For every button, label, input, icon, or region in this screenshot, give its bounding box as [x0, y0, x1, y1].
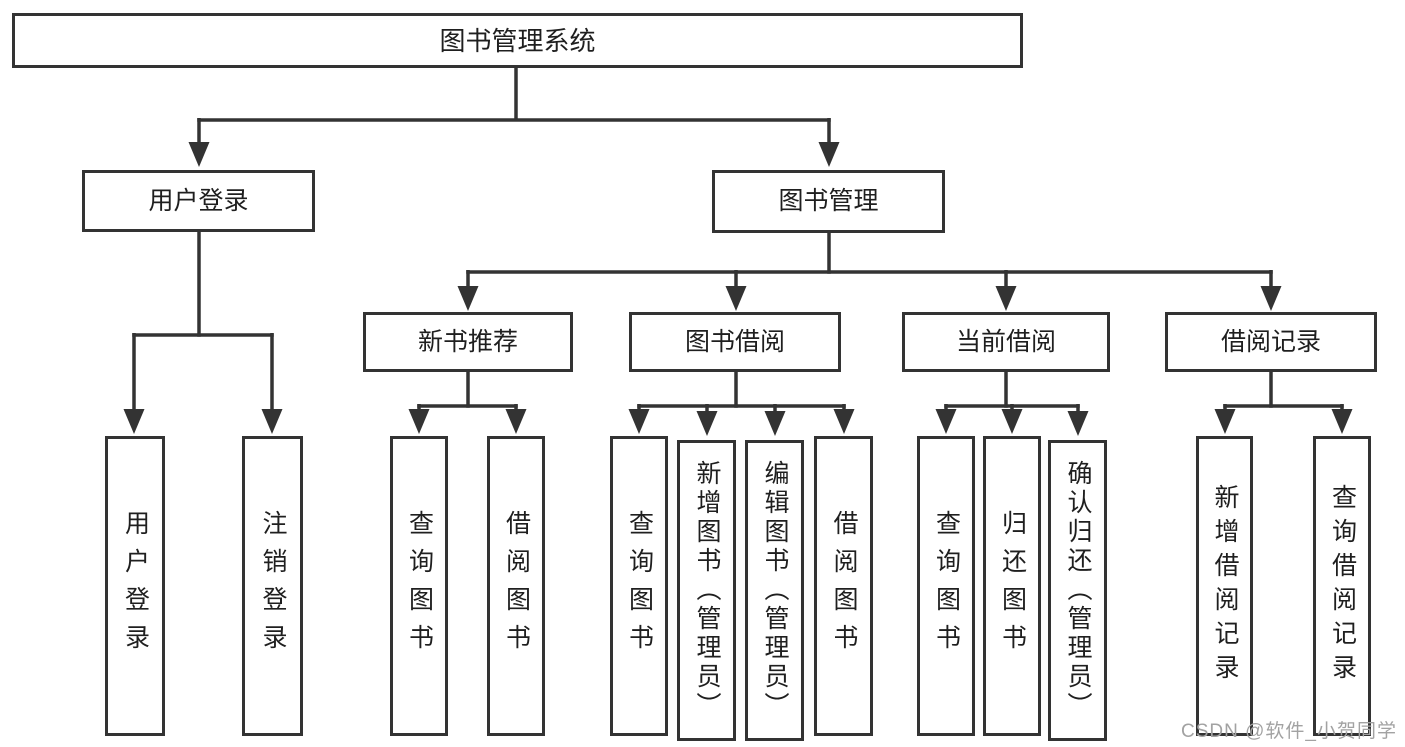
node-label: 查询借阅记录 — [1328, 484, 1357, 688]
node-label: 借阅记录 — [1220, 327, 1321, 356]
node-label: 编辑图书（管理员） — [761, 460, 789, 721]
node-add-borrow-record: 新增借阅记录 — [1196, 436, 1253, 736]
node-book-borrowing: 图书借阅 — [629, 312, 841, 372]
node-library-management-system: 图书管理系统 — [12, 13, 1023, 68]
node-add-books-admin: 新增图书（管理员） — [677, 440, 736, 741]
node-label: 注销登录 — [259, 510, 287, 662]
node-new-book-recommendation: 新书推荐 — [363, 312, 573, 372]
node-user-login-leaf: 用户登录 — [105, 436, 165, 736]
node-label: 新增图书（管理员） — [693, 460, 721, 721]
node-borrowing-records: 借阅记录 — [1165, 312, 1377, 372]
node-logout-leaf: 注销登录 — [242, 436, 303, 736]
node-current-borrowing: 当前借阅 — [902, 312, 1110, 372]
node-edit-books-admin: 编辑图书（管理员） — [745, 440, 804, 741]
node-label: 图书管理系统 — [439, 25, 596, 56]
node-book-management: 图书管理 — [712, 170, 945, 233]
node-label: 借阅图书 — [502, 510, 531, 662]
node-label: 当前借阅 — [955, 327, 1056, 356]
node-query-books-current: 查询图书 — [917, 436, 975, 736]
node-borrow-books-leaf: 借阅图书 — [814, 436, 873, 736]
node-label: 用户登录 — [148, 186, 249, 215]
node-label: 确认归还（管理员） — [1064, 460, 1092, 721]
node-user-login: 用户登录 — [82, 170, 315, 232]
node-label: 图书借阅 — [684, 327, 785, 356]
node-return-books: 归还图书 — [983, 436, 1041, 736]
node-label: 用户登录 — [121, 510, 150, 662]
csdn-watermark: CSDN @软件_小贺同学 — [1181, 721, 1397, 742]
node-label: 新书推荐 — [417, 327, 518, 356]
node-query-books-borrowing: 查询图书 — [610, 436, 668, 736]
node-label: 查询图书 — [405, 510, 434, 662]
node-label: 查询图书 — [625, 510, 654, 662]
node-label: 新增借阅记录 — [1211, 484, 1239, 688]
node-borrow-books-recommendation: 借阅图书 — [487, 436, 545, 736]
node-query-books-recommendation: 查询图书 — [390, 436, 448, 736]
node-label: 查询图书 — [932, 510, 961, 662]
node-label: 图书管理 — [778, 187, 879, 215]
node-label: 归还图书 — [998, 510, 1027, 662]
node-query-borrow-record: 查询借阅记录 — [1313, 436, 1371, 736]
node-label: 借阅图书 — [830, 510, 858, 662]
node-confirm-return-admin: 确认归还（管理员） — [1048, 440, 1107, 741]
